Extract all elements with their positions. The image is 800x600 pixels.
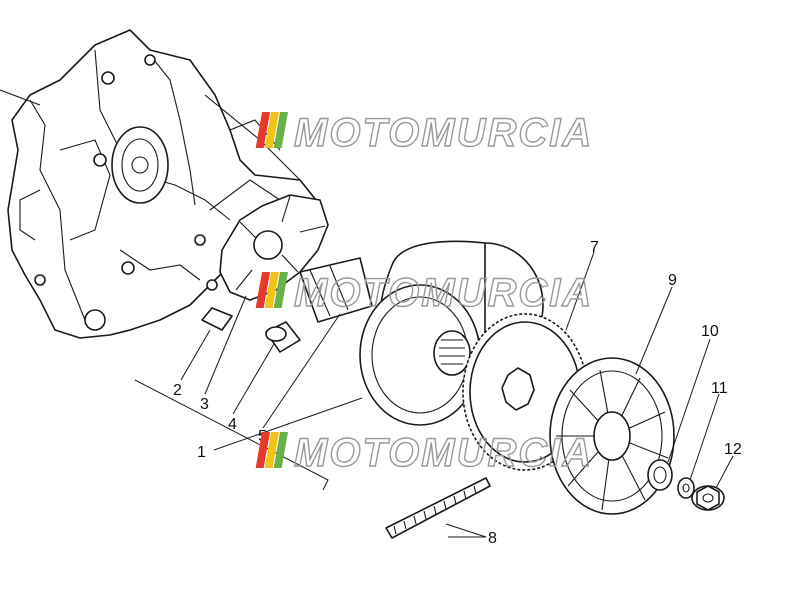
drive-belt xyxy=(385,477,491,539)
watermark-top: MOTOMURCIA xyxy=(255,110,593,156)
watermark-stripe-green xyxy=(273,112,288,148)
crankcase-housing xyxy=(0,29,321,339)
slider-block xyxy=(201,307,233,331)
callout-3: 3 xyxy=(200,396,209,413)
washer xyxy=(677,477,695,499)
watermark-text: MOTOMURCIA xyxy=(294,111,593,155)
bearing xyxy=(647,459,673,491)
watermark-stripe-green xyxy=(273,272,288,308)
drive-shaft xyxy=(299,257,373,323)
flange-nut xyxy=(691,485,725,511)
callout-4: 4 xyxy=(228,416,237,433)
fan-pulley xyxy=(549,357,675,515)
watermark-stripe-yellow xyxy=(264,272,279,308)
watermark-bottom: MOTOMURCIA xyxy=(255,430,593,476)
callout-9: 9 xyxy=(668,272,677,289)
callout-1: 1 xyxy=(197,444,206,461)
watermark-stripe-red xyxy=(255,112,270,148)
callout-2: 2 xyxy=(173,382,182,399)
ramp-plate xyxy=(219,194,329,301)
callout-10: 10 xyxy=(701,323,719,340)
watermark-text: MOTOMURCIA xyxy=(294,431,593,475)
watermark-text: MOTOMURCIA xyxy=(294,271,593,315)
bushing xyxy=(265,321,301,353)
callout-8: 8 xyxy=(488,530,497,547)
watermark-stripe-red xyxy=(255,432,270,468)
watermark-stripe-yellow xyxy=(264,112,279,148)
fixed-pulley-drum xyxy=(359,240,544,426)
leader-lines xyxy=(134,251,734,538)
watermark-middle: MOTOMURCIA xyxy=(255,270,593,316)
callout-numbers: 2 3 4 5 1 7 8 9 10 11 12 xyxy=(173,239,742,547)
watermark-stripe-green xyxy=(273,432,288,468)
callout-12: 12 xyxy=(724,441,742,458)
watermark-stripe-yellow xyxy=(264,432,279,468)
callout-11: 11 xyxy=(711,380,728,397)
watermark-stripe-red xyxy=(255,272,270,308)
callout-7: 7 xyxy=(590,239,599,256)
